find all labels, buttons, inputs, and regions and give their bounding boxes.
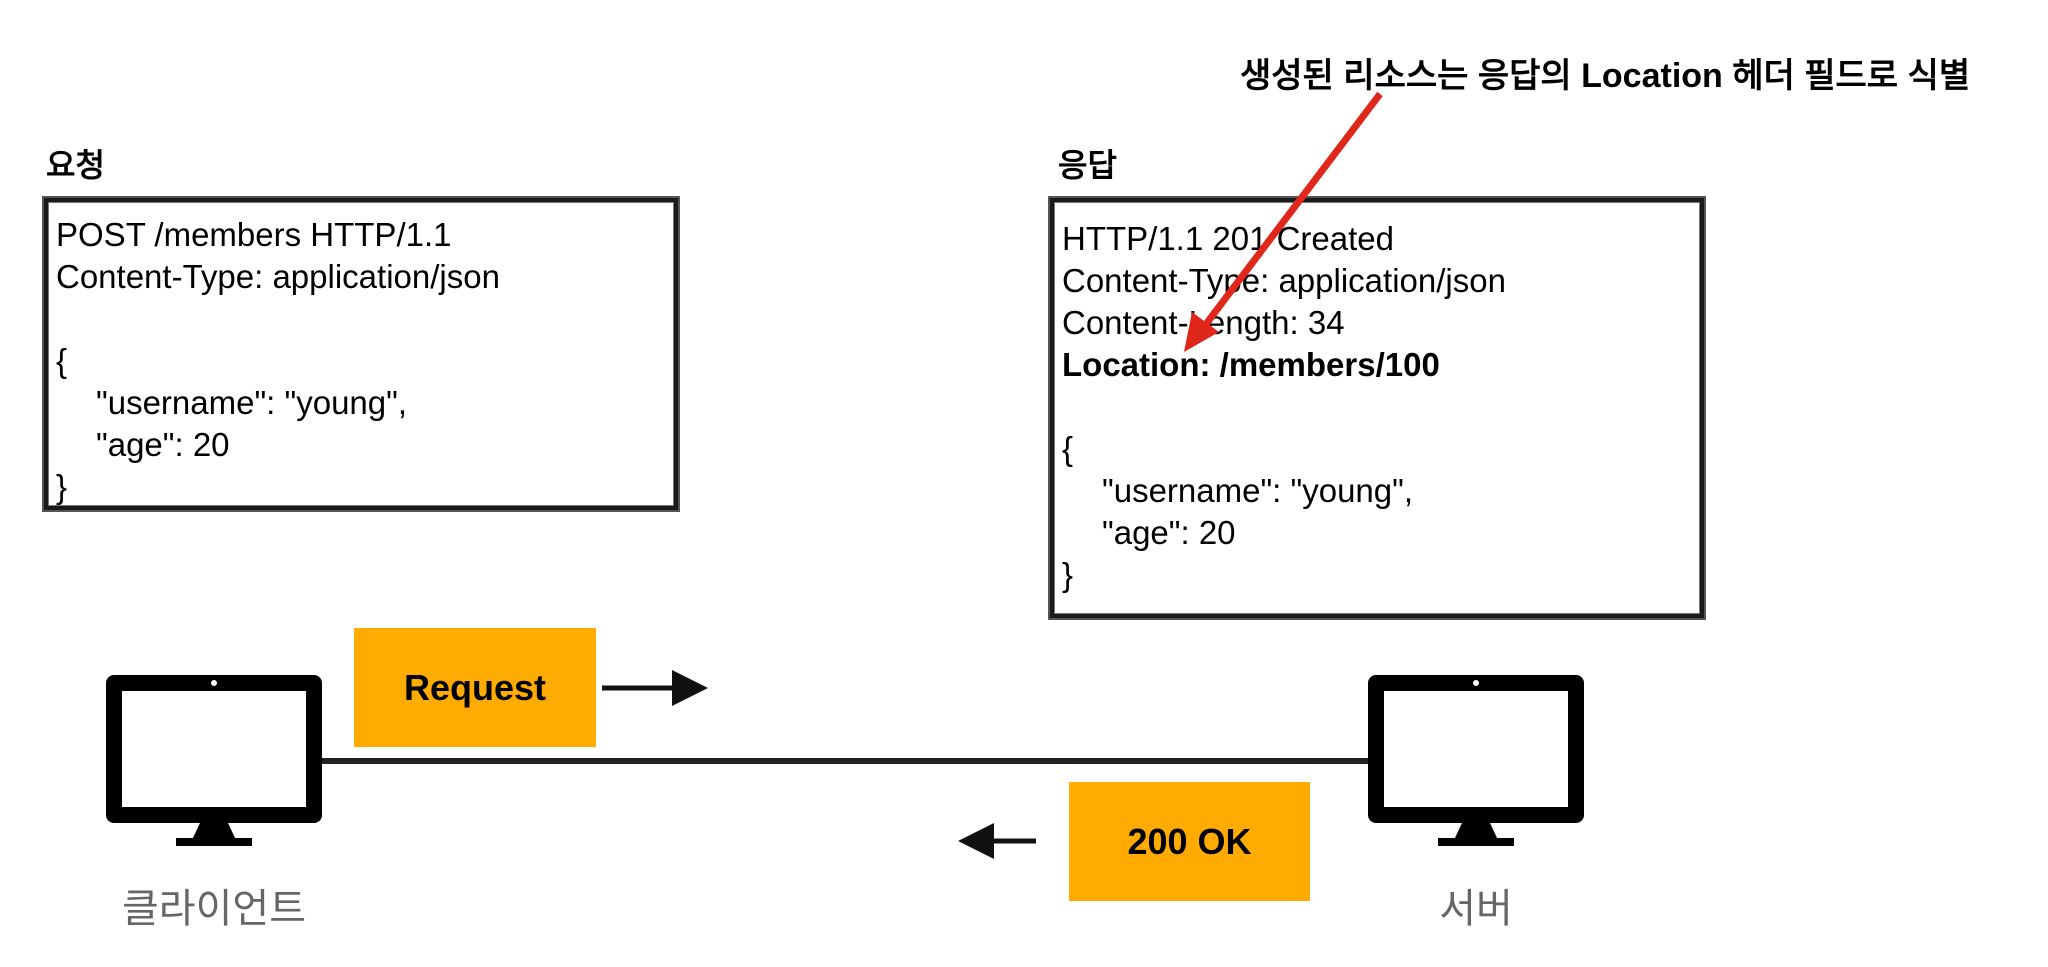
monitor-icon xyxy=(106,675,322,846)
http-line: "username": "young", xyxy=(96,384,408,421)
arrow-left-icon xyxy=(958,823,1036,859)
http-line: Content-Type: application/json xyxy=(1062,262,1506,299)
http-line: } xyxy=(1062,556,1074,593)
server-label: 서버 xyxy=(1439,887,1513,931)
http-line: } xyxy=(56,468,68,505)
arrow-right-icon xyxy=(602,670,708,706)
http-line: { xyxy=(56,342,68,379)
http-line: HTTP/1.1 201 Created xyxy=(1062,220,1394,257)
http-line: POST /members HTTP/1.1 xyxy=(56,216,452,253)
http-line: Content-Length: 34 xyxy=(1062,304,1345,341)
response-button: 200 OK xyxy=(1069,782,1310,901)
location-annotation: 생성된 리소스는 응답의 Location 헤더 필드로 식별 xyxy=(1240,57,1971,95)
request-button: Request xyxy=(354,628,596,747)
http-line: "username": "young", xyxy=(1102,472,1414,509)
client-label: 클라이언트 xyxy=(122,887,306,931)
monitor-icon xyxy=(1368,675,1584,846)
http-line: { xyxy=(1062,430,1074,467)
response-title: 응답 xyxy=(1058,147,1117,183)
http-line: Content-Type: application/json xyxy=(56,258,500,295)
http-line: "age": 20 xyxy=(96,426,230,463)
http-line: "age": 20 xyxy=(1102,514,1236,551)
http-line: Location: /members/100 xyxy=(1062,346,1440,383)
annotation-arrow xyxy=(1184,91,1383,352)
request-title: 요청 xyxy=(46,147,105,183)
